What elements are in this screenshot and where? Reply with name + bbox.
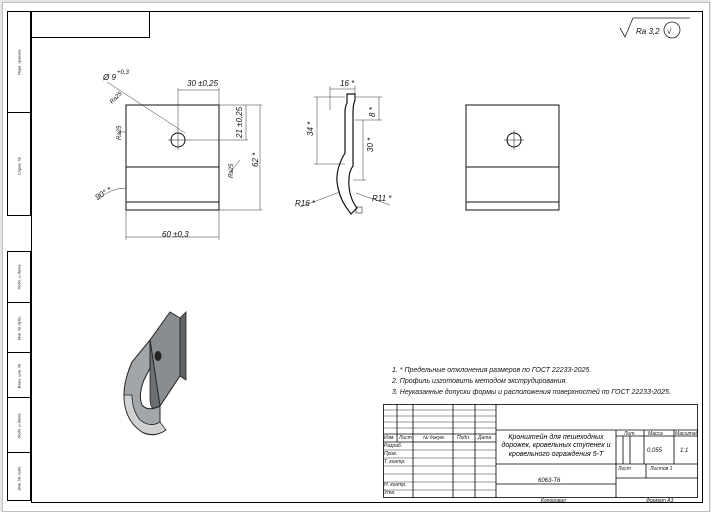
isometric-view bbox=[123, 311, 187, 436]
dim-profile-30: 30 * bbox=[366, 137, 375, 152]
tb-header-list: Лист bbox=[399, 435, 412, 441]
dim-angle: 90° * bbox=[94, 185, 114, 202]
surface-marker bbox=[355, 206, 363, 214]
dim-hole-tol: +0,3 bbox=[117, 70, 130, 76]
format-label: Формат А3 bbox=[646, 498, 674, 504]
front-view-dimensions bbox=[97, 81, 262, 240]
material-label: 6063-Т6 bbox=[538, 478, 561, 484]
roughness-check: √ bbox=[667, 27, 672, 36]
back-view bbox=[465, 104, 560, 211]
tb-scale-label: Масштаб bbox=[675, 431, 699, 437]
dim-profile-16: 16 * bbox=[340, 79, 355, 88]
dim-hole-pos: 30 ±0,25 bbox=[187, 79, 219, 88]
tb-row-prov: Пров. bbox=[384, 451, 398, 457]
note-2: 2. Профиль изготовить методом экструдиро… bbox=[392, 378, 568, 385]
roughness-small-b: Ra25 bbox=[117, 125, 123, 140]
side-strip-upper: Перв. примен. Справ. № bbox=[7, 11, 31, 216]
dim-radius-11: R11 * bbox=[372, 194, 392, 203]
tb-sheet-label: Лист bbox=[618, 466, 631, 472]
note-3: 3. Неуказанные допуски формы и расположе… bbox=[392, 389, 671, 396]
profile-view bbox=[336, 93, 358, 215]
tb-lit-label: Лит. bbox=[624, 431, 636, 437]
note-1: 1. * Предельные отклонения размеров по Г… bbox=[392, 367, 592, 374]
top-left-stamp bbox=[31, 11, 150, 38]
front-view bbox=[125, 104, 220, 211]
roughness-label: Ra 3,2 bbox=[636, 27, 660, 36]
tb-sheets-label: Листов 1 bbox=[650, 466, 673, 472]
dim-profile-34: 34 * bbox=[306, 121, 315, 136]
roughness-symbol bbox=[619, 17, 690, 39]
tb-header-data: Дата bbox=[478, 435, 492, 441]
tb-row-utv: Утв. bbox=[384, 490, 396, 496]
tb-row-razrab: Разраб. bbox=[384, 443, 403, 449]
roughness-small-a: Ra25 bbox=[109, 91, 124, 106]
document-name: Кронштейн для пешеходных дорожек, кровел… bbox=[501, 434, 611, 458]
tb-row-nkontr: Н. контр. bbox=[384, 482, 407, 488]
copied-label: Копировал bbox=[541, 498, 566, 504]
roughness-small-c: Ra25 bbox=[229, 163, 235, 178]
dim-radius-16: R16 * bbox=[295, 199, 316, 208]
tb-header-doc-no: № докум. bbox=[423, 435, 446, 441]
title-block-grid bbox=[383, 404, 698, 498]
dim-profile-8: 8 * bbox=[368, 106, 377, 117]
profile-dimensions bbox=[299, 86, 391, 208]
tb-row-tkontr: Т. контр. bbox=[384, 459, 406, 465]
tb-mass-label: Масса bbox=[648, 431, 663, 437]
dim-height-62: 62 * bbox=[251, 152, 260, 167]
tb-header-izm: Изм. bbox=[384, 435, 395, 441]
dim-hole-dia: Ø 9 bbox=[102, 73, 116, 82]
title-block: Изм. Лист № докум. Подп. Дата Разраб. Пр… bbox=[383, 404, 698, 498]
tb-mass-value: 0,055 bbox=[647, 448, 663, 454]
tb-scale-value: 1:1 bbox=[680, 448, 689, 454]
drawing-frame bbox=[31, 11, 703, 503]
tb-header-podp: Подп. bbox=[457, 435, 471, 441]
dim-width-60: 60 ±0,3 bbox=[162, 230, 189, 239]
side-strip-lower: Подп. и дата Инв. № дубл. Взам. инв. № П… bbox=[7, 251, 31, 501]
dim-height-21: 21 ±0,25 bbox=[235, 106, 244, 139]
